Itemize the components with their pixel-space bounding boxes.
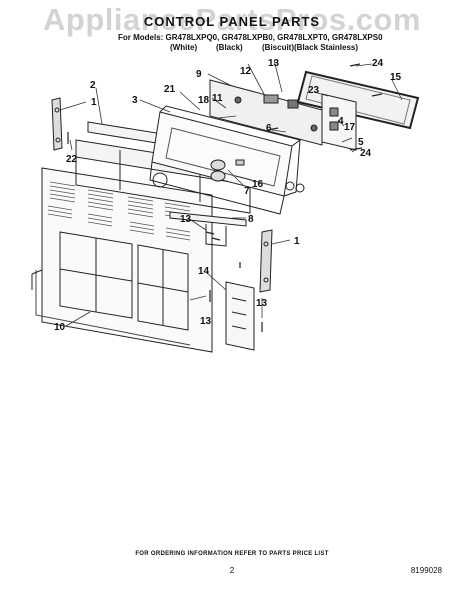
callout-8: 8 xyxy=(248,214,254,225)
right-side-bracket-part xyxy=(259,229,273,293)
display-overlay-part xyxy=(296,70,420,130)
switch-bracket-part xyxy=(321,93,357,151)
callout-22: 22 xyxy=(66,154,78,165)
color-biscuit: (Biscuit) xyxy=(262,43,294,52)
watermark: AppliancePartsPros.com xyxy=(43,2,421,37)
callout-10: 10 xyxy=(54,322,66,333)
callout-1-left: 1 xyxy=(91,97,97,108)
callout-13-low-right: 13 xyxy=(256,298,268,309)
models-line: For Models: GR478LXPQ0, GR478LXPB0, GR47… xyxy=(118,33,383,42)
ordering-note: FOR ORDERING INFORMATION REFER TO PARTS … xyxy=(135,551,329,557)
leader-lines xyxy=(59,59,403,327)
callout-24-top: 24 xyxy=(372,58,384,69)
wiring-bracket-part xyxy=(225,281,255,351)
callout-1-right: 1 xyxy=(294,236,300,247)
callout-14: 14 xyxy=(198,266,210,277)
left-side-bracket-part xyxy=(51,97,63,151)
color-white: (White) xyxy=(170,43,198,52)
callout-13-top: 13 xyxy=(268,58,280,69)
callout-15: 15 xyxy=(390,72,402,83)
callout-17: 17 xyxy=(344,122,356,133)
callout-labels: 1 1 2 3 4 5 6 7 8 9 10 11 12 13 13 13 13… xyxy=(54,58,402,333)
callout-16: 16 xyxy=(252,179,264,190)
lower-trim-part xyxy=(169,211,247,247)
callout-5: 5 xyxy=(358,137,364,148)
callout-13-mid: 13 xyxy=(180,214,192,225)
callout-11: 11 xyxy=(212,93,223,104)
control-board-part xyxy=(209,79,323,146)
page-number: 2 xyxy=(229,566,235,575)
screw-hardware xyxy=(67,63,383,332)
page-title: CONTROL PANEL PARTS xyxy=(143,14,321,29)
callout-23: 23 xyxy=(308,85,320,96)
callout-12: 12 xyxy=(240,66,252,77)
color-black: (Black) xyxy=(216,43,243,52)
callout-6: 6 xyxy=(266,123,272,134)
callout-24-bottom: 24 xyxy=(360,148,372,159)
callout-9: 9 xyxy=(196,69,202,80)
document-number: 8199028 xyxy=(410,566,442,575)
callout-4: 4 xyxy=(338,116,344,127)
callout-2: 2 xyxy=(90,80,96,91)
callout-7: 7 xyxy=(244,186,250,197)
color-black-stainless: (Black Stainless) xyxy=(294,43,359,52)
callout-21: 21 xyxy=(164,84,176,95)
callout-18: 18 xyxy=(198,95,210,106)
callout-13-low-left: 13 xyxy=(200,316,212,327)
callout-3: 3 xyxy=(132,95,138,106)
